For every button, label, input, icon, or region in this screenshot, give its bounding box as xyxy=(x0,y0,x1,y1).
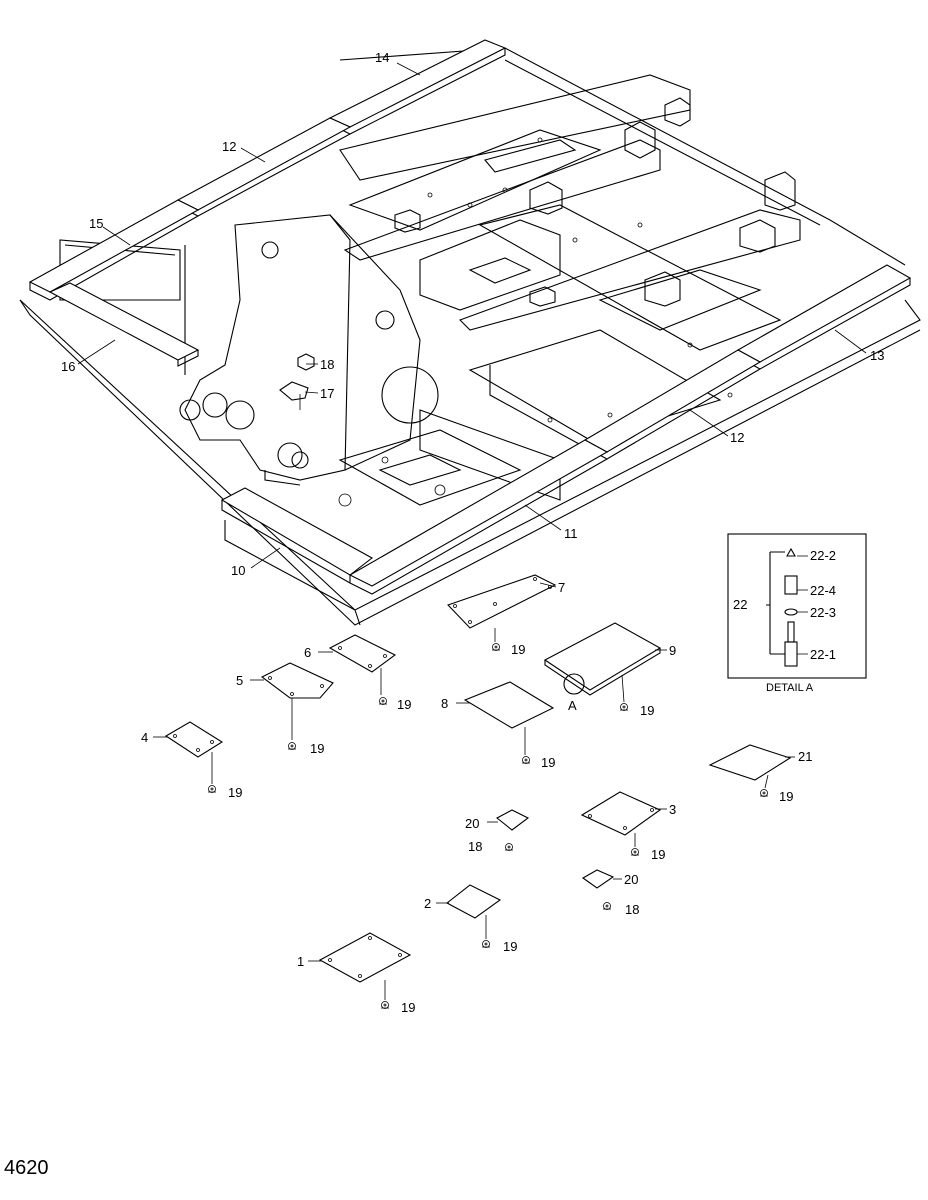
callout-17: 17 xyxy=(320,386,334,401)
callout-19-d: 19 xyxy=(310,741,324,756)
callout-22-3: 22-3 xyxy=(810,605,836,620)
step-plates xyxy=(28,39,912,595)
callout-12-upper: 12 xyxy=(222,139,236,154)
callout-15: 15 xyxy=(89,216,103,231)
callout-19-j: 19 xyxy=(401,1000,415,1015)
step-plate-10 xyxy=(220,487,373,576)
cover-3 xyxy=(580,791,662,836)
detail-marker-circle xyxy=(563,673,585,695)
detail-ref-a: A xyxy=(568,698,577,713)
callout-19-h: 19 xyxy=(651,847,665,862)
callout-9: 9 xyxy=(669,643,676,658)
step-plate-15 xyxy=(28,199,200,293)
callout-13: 13 xyxy=(870,348,884,363)
callout-19-f: 19 xyxy=(228,785,242,800)
callout-4: 4 xyxy=(141,730,148,745)
callout-labels: 14 12 15 16 18 17 13 12 11 10 7 19 6 9 5… xyxy=(61,50,884,1015)
bolt-18-top xyxy=(297,353,315,371)
callout-14: 14 xyxy=(375,50,389,65)
cover-7 xyxy=(447,574,557,629)
callout-19-b: 19 xyxy=(397,697,411,712)
callout-16: 16 xyxy=(61,359,75,374)
callout-19-c: 19 xyxy=(640,703,654,718)
hardware-symbols xyxy=(208,643,768,1009)
cover-21 xyxy=(708,744,792,781)
callout-22-1: 22-1 xyxy=(810,647,836,662)
detail-a-box xyxy=(727,533,867,679)
cover-20-upper xyxy=(496,809,530,831)
callout-19-g: 19 xyxy=(779,789,793,804)
callout-19-i: 19 xyxy=(503,939,517,954)
callout-1: 1 xyxy=(297,954,304,969)
cover-5 xyxy=(260,662,334,699)
callout-10: 10 xyxy=(231,563,245,578)
cover-2 xyxy=(445,884,502,919)
callout-8: 8 xyxy=(441,696,448,711)
detail-a-title: DETAIL A xyxy=(766,682,814,694)
callout-21: 21 xyxy=(798,749,812,764)
step-plate-11 xyxy=(348,439,609,587)
callout-18-low: 18 xyxy=(625,902,639,917)
callout-22-2: 22-2 xyxy=(810,548,836,563)
step-plate-12-upper xyxy=(176,117,352,211)
leader-lines xyxy=(77,62,867,1000)
callout-22-4: 22-4 xyxy=(810,583,836,598)
upper-frame xyxy=(19,47,921,626)
callout-19-a: 19 xyxy=(511,642,525,657)
callout-22: 22 xyxy=(733,597,747,612)
callout-5: 5 xyxy=(236,673,243,688)
callout-3: 3 xyxy=(669,802,676,817)
cover-8 xyxy=(463,681,555,729)
part-17-plate xyxy=(279,381,309,410)
callout-11: 11 xyxy=(564,526,578,541)
callout-18-top: 18 xyxy=(320,357,334,372)
cover-20-lower xyxy=(581,869,615,889)
cover-1 xyxy=(318,932,412,983)
step-plate-14 xyxy=(328,39,507,128)
figure-number: 4620 xyxy=(4,1157,49,1179)
callout-19-e: 19 xyxy=(541,755,555,770)
cover-6 xyxy=(328,634,397,673)
callout-20-lower: 20 xyxy=(624,872,638,887)
callout-18-mid: 18 xyxy=(468,839,482,854)
callout-20-upper: 20 xyxy=(465,816,479,831)
callout-7: 7 xyxy=(558,580,565,595)
callout-6: 6 xyxy=(304,645,311,660)
cover-4 xyxy=(164,721,224,758)
cover-9 xyxy=(543,622,662,696)
callout-2: 2 xyxy=(424,896,431,911)
callout-12-lower: 12 xyxy=(730,430,744,445)
